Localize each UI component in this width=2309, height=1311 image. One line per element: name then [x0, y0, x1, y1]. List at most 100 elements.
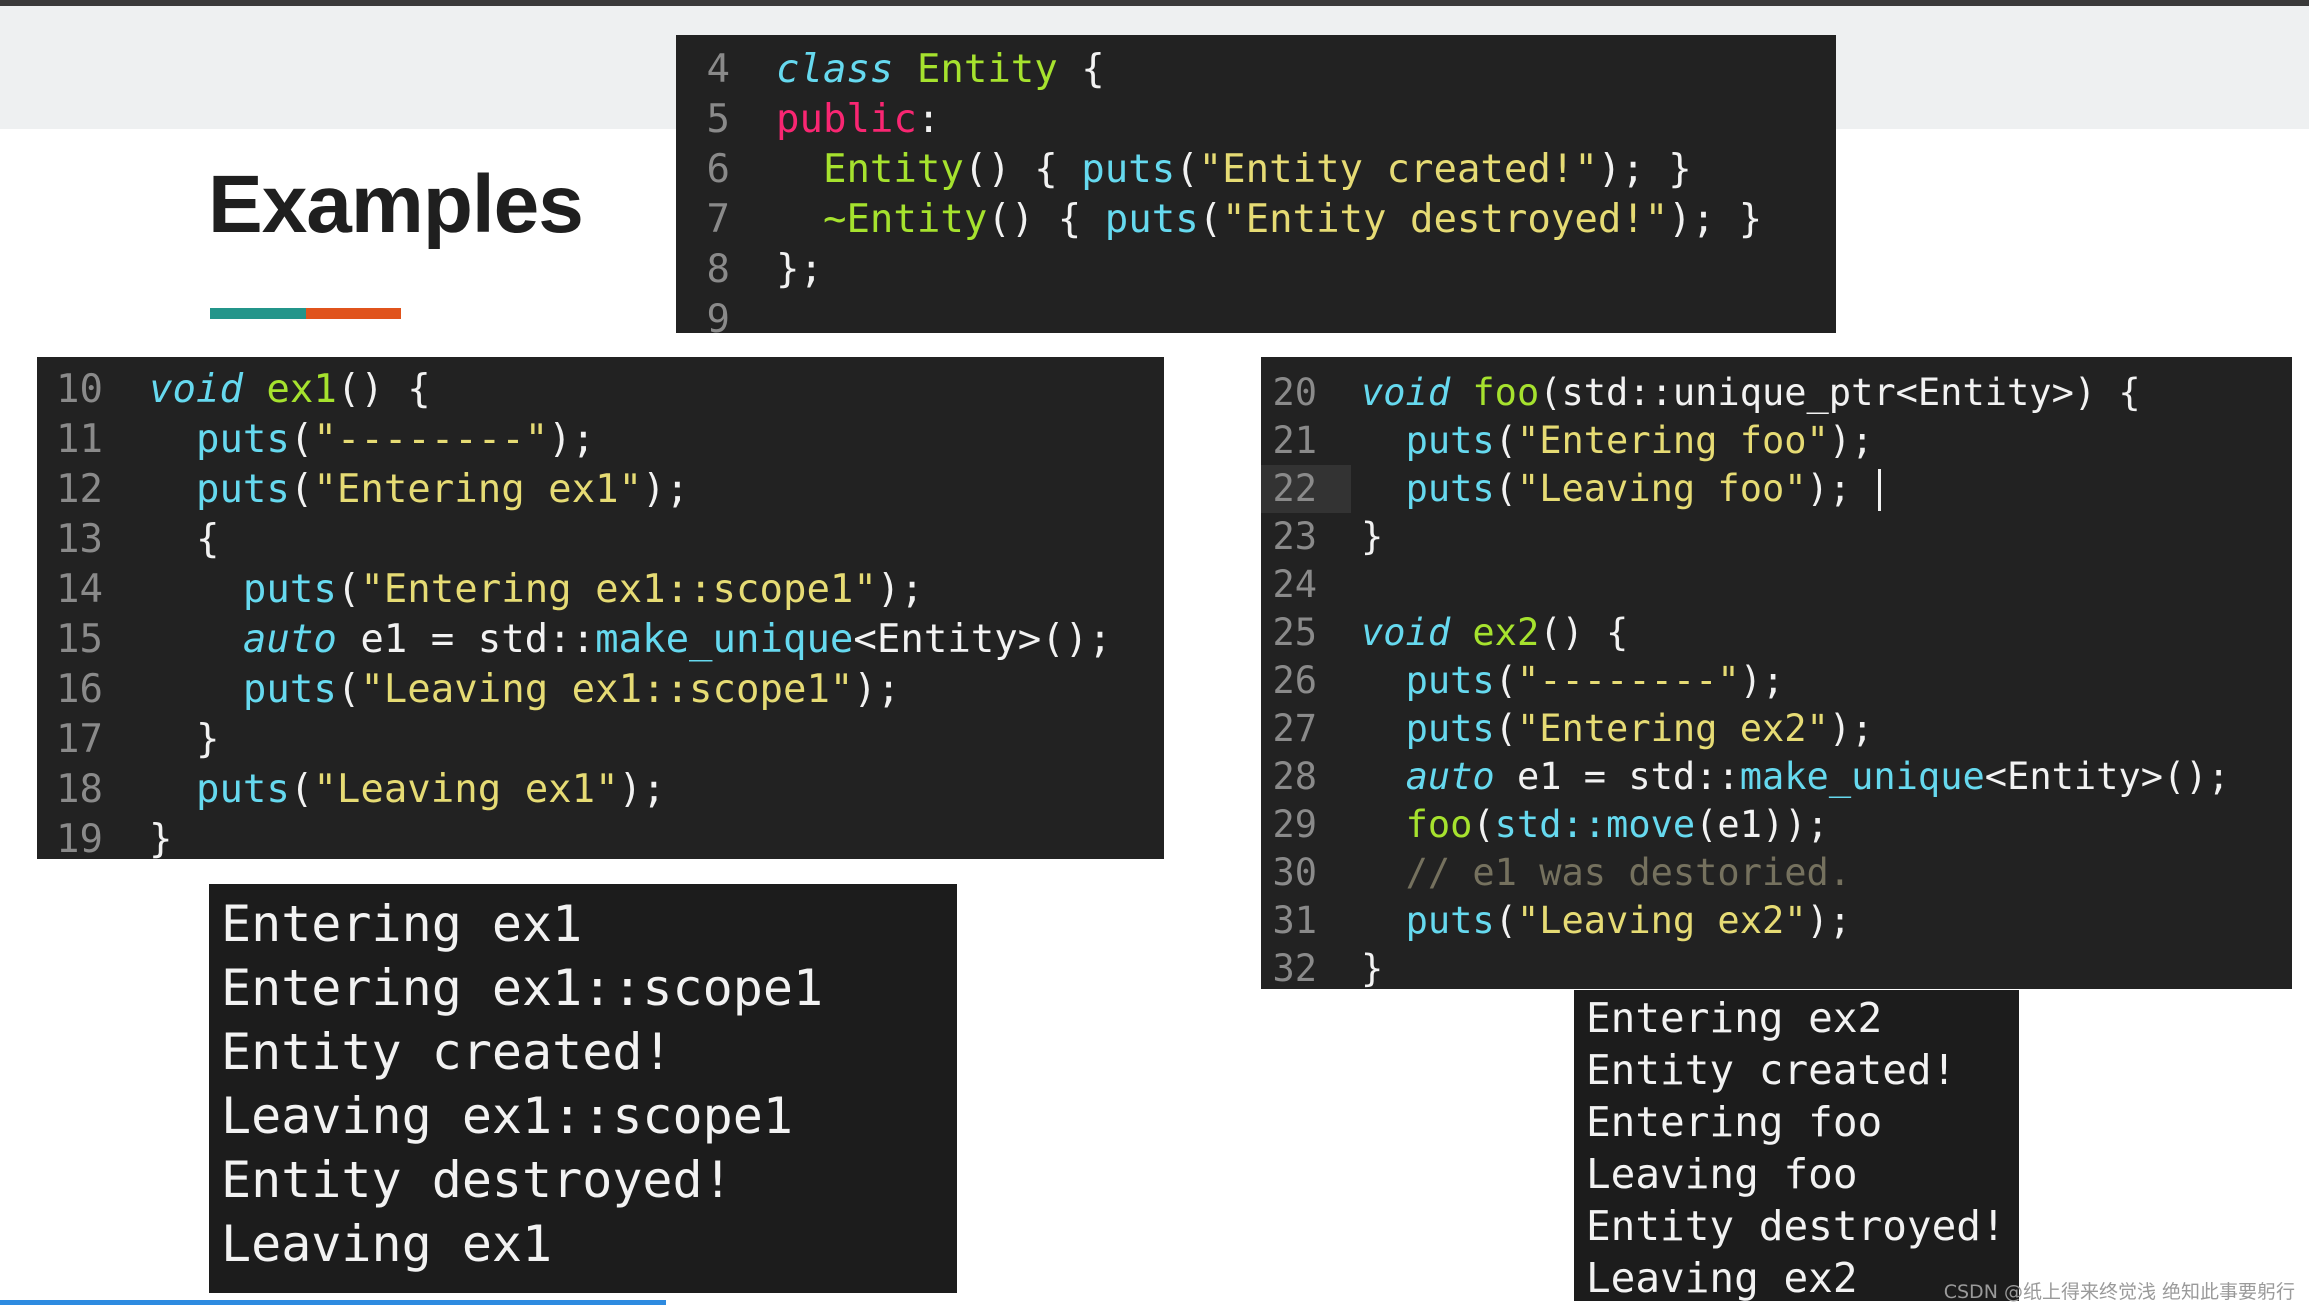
title-underline-orange [306, 308, 401, 319]
code-line: 27 puts("Entering ex2"); [1261, 705, 2292, 753]
line-number: 29 [1272, 803, 1317, 846]
title-underline-teal [210, 308, 306, 319]
code-text: puts("--------"); [195, 417, 596, 462]
code-line: 29 foo(std::move(e1)); [1261, 801, 2292, 849]
line-number: 10 [56, 367, 103, 412]
code-text: ~Entity() { puts("Entity destroyed!"); } [822, 197, 1763, 242]
top-border [0, 0, 2309, 6]
code-text: puts("Entering ex1"); [195, 467, 690, 512]
code-text: Entity() { puts("Entity created!"); } [822, 147, 1692, 192]
line-number: 7 [706, 197, 730, 242]
output-line: Entering foo [1586, 1098, 1883, 1146]
line-number: 16 [56, 667, 103, 712]
line-number: 11 [56, 417, 103, 462]
line-number: 20 [1272, 371, 1317, 414]
code-text: { [149, 517, 220, 562]
current-line-highlight [1261, 465, 1351, 513]
output-line: Entity created! [1586, 1046, 1957, 1094]
code-text: puts("--------"); [1405, 659, 1785, 702]
code-text: void foo(std::unique_ptr<Entity>) { [1361, 371, 2141, 414]
code-line: 6 Entity() { puts("Entity created!"); } [676, 145, 1836, 195]
progress-bar [0, 1300, 666, 1305]
code-text: foo(std::move(e1)); [1405, 803, 1829, 846]
line-number: 5 [706, 97, 730, 142]
line-number: 6 [706, 147, 730, 192]
line-number: 12 [56, 467, 103, 512]
code-text: auto e1 = std::make_unique<Entity>(); [242, 617, 1112, 662]
code-text: // e1 was destoried. [1405, 851, 1852, 894]
code-line: 23} [1261, 513, 2292, 561]
code-line: 4 class Entity { [676, 45, 1836, 95]
output-line: Entering ex2 [1586, 994, 1883, 1042]
code-text: puts("Entering ex2"); [1405, 707, 1874, 750]
code-text: void ex1() { [149, 367, 431, 412]
code-line: 9 [676, 295, 1836, 333]
line-number: 22 [1272, 467, 1317, 510]
line-number: 31 [1272, 899, 1317, 942]
code-line: 10 void ex1() { [37, 365, 1164, 415]
line-number: 13 [56, 517, 103, 562]
line-number: 32 [1272, 947, 1317, 989]
code-line: 20 void foo(std::unique_ptr<Entity>) { [1261, 369, 2292, 417]
page-title: Examples [208, 159, 584, 250]
code-line: 18 puts("Leaving ex1"); [37, 765, 1164, 815]
code-line: 22 puts("Leaving foo"); [1261, 465, 2292, 513]
code-line: 12 puts("Entering ex1"); [37, 465, 1164, 515]
code-line: 19} [37, 815, 1164, 859]
line-number: 26 [1272, 659, 1317, 702]
code-line: 32} [1261, 945, 2292, 989]
code-text: puts("Leaving ex2"); [1405, 899, 1852, 942]
code-block-ex2: 20 void foo(std::unique_ptr<Entity>) {21 … [1261, 357, 2292, 989]
code-text: puts("Leaving ex1"); [195, 767, 666, 812]
text-caret [1878, 469, 1881, 511]
code-text: } [149, 817, 173, 859]
code-text: }; [776, 247, 823, 292]
code-line: 28 auto e1 = std::make_unique<Entity>(); [1261, 753, 2292, 801]
line-number: 4 [706, 47, 730, 92]
line-number: 8 [706, 247, 730, 292]
code-line: 21 puts("Entering foo"); [1261, 417, 2292, 465]
code-line: 8}; [676, 245, 1836, 295]
output-line: Entering ex1 [221, 895, 583, 953]
line-number: 30 [1272, 851, 1317, 894]
code-line: 11 puts("--------"); [37, 415, 1164, 465]
line-number: 28 [1272, 755, 1317, 798]
code-text: class Entity { [776, 47, 1105, 92]
line-number: 18 [56, 767, 103, 812]
line-number: 25 [1272, 611, 1317, 654]
line-number: 24 [1272, 563, 1317, 606]
output-line: Entity created! [221, 1023, 673, 1081]
code-text: } [1361, 947, 1384, 989]
line-number: 21 [1272, 419, 1317, 462]
watermark: CSDN @纸上得来终觉浅 绝知此事要躬行 [1943, 1281, 2295, 1303]
output-line: Leaving ex2 [1586, 1254, 1858, 1301]
line-number: 9 [706, 297, 730, 333]
line-number: 23 [1272, 515, 1317, 558]
output-line: Leaving ex1 [221, 1215, 553, 1273]
line-number: 14 [56, 567, 103, 612]
line-number: 27 [1272, 707, 1317, 750]
code-line: 7 ~Entity() { puts("Entity destroyed!");… [676, 195, 1836, 245]
code-line: 26 puts("--------"); [1261, 657, 2292, 705]
line-number: 19 [56, 817, 103, 859]
code-line: 15 auto e1 = std::make_unique<Entity>(); [37, 615, 1164, 665]
code-text: puts("Entering ex1::scope1"); [242, 567, 924, 612]
code-line: 13 { [37, 515, 1164, 565]
code-line: 14 puts("Entering ex1::scope1"); [37, 565, 1164, 615]
code-line: 17 } [37, 715, 1164, 765]
code-text: puts("Leaving ex1::scope1"); [242, 667, 901, 712]
code-text: auto e1 = std::make_unique<Entity>(); [1405, 755, 2230, 798]
code-text: puts("Entering foo"); [1405, 419, 1874, 462]
output-line: Entity destroyed! [221, 1151, 733, 1209]
line-number: 15 [56, 617, 103, 662]
output-line: Entity destroyed! [1586, 1202, 2006, 1250]
code-line: 16 puts("Leaving ex1::scope1"); [37, 665, 1164, 715]
code-text: puts("Leaving foo"); [1405, 467, 1852, 510]
line-number: 17 [56, 717, 103, 762]
output-line: Leaving foo [1586, 1150, 1858, 1198]
